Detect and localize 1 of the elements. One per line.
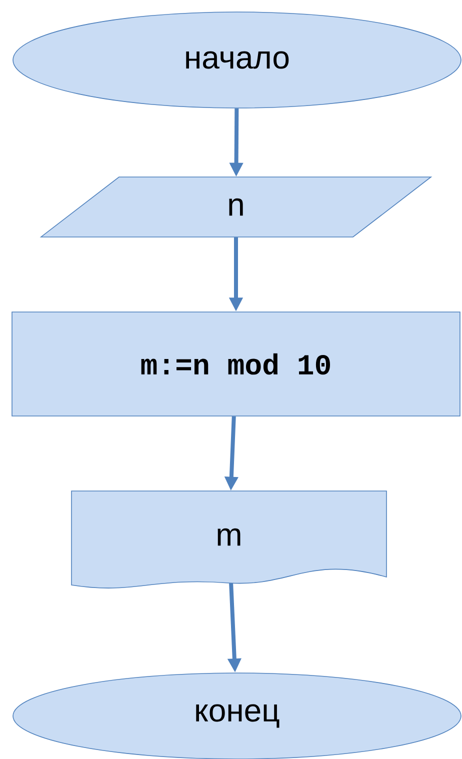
process-box: m:=n mod 10 [12, 312, 460, 416]
